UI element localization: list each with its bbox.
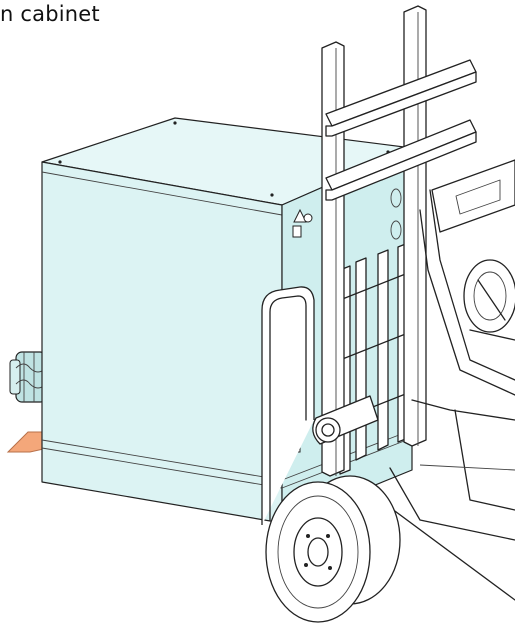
forklift-body bbox=[379, 189, 515, 601]
cable-connectors bbox=[9, 351, 47, 403]
mast bbox=[321, 5, 427, 477]
tilt-cylinder bbox=[312, 395, 379, 445]
overhead-guard bbox=[325, 59, 515, 233]
figure-caption: n cabinet bbox=[0, 2, 100, 26]
steering-wheel bbox=[463, 259, 515, 341]
front-wheel bbox=[265, 475, 401, 623]
cabinet-front bbox=[41, 161, 283, 524]
